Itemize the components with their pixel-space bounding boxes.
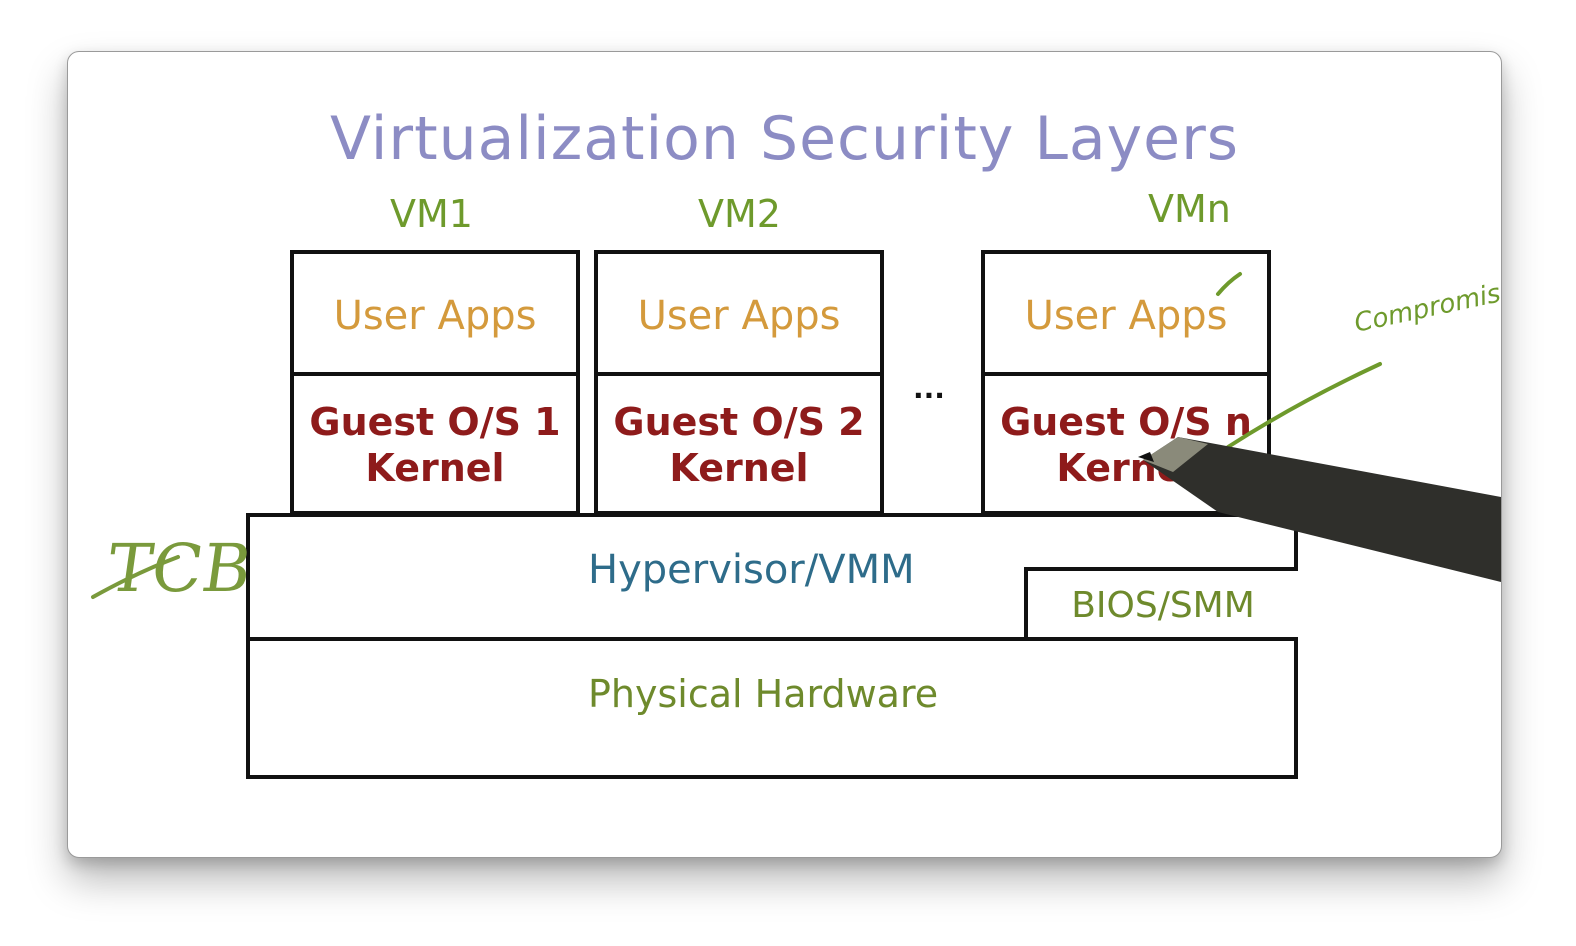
vm2-label: VM2 [698,192,781,236]
diagram-title: Virtualization Security Layers [330,104,1239,174]
pen-icon [1138,437,1501,582]
vm-ellipsis: ... [913,372,945,405]
diagram-window: Virtualization Security Layers VM1 User … [67,51,1502,858]
vm1-user-apps: User Apps [333,293,537,339]
vm1-label: VM1 [390,192,473,236]
annotation-strokes [91,272,1501,599]
vm2-kernel-line1: Guest O/S 2 [613,400,865,444]
vm2-kernel-line2: Kernel [669,446,809,490]
bios-smm-box: BIOS/SMM [1024,567,1298,639]
vm1-stack: User Apps Guest O/S 1 Kernel [290,250,580,515]
tcb-stroke [91,555,180,599]
vm2-stack: User Apps Guest O/S 2 Kernel [594,250,884,515]
vm1-kernel-line1: Guest O/S 1 [309,400,561,444]
physical-hardware-label: Physical Hardware [588,672,939,716]
vm2-user-apps: User Apps [637,293,841,339]
vm1-guest-kernel: Guest O/S 1 Kernel [294,374,576,516]
physical-hardware-layer [246,637,1298,779]
vmn-divider [985,372,1267,376]
vm2-guest-kernel: Guest O/S 2 Kernel [598,374,880,516]
vm1-divider [294,372,576,376]
vmn-label: VMn [1148,187,1231,231]
vm2-divider [598,372,880,376]
vm1-kernel-line2: Kernel [365,446,505,490]
vmn-user-apps: User Apps [1024,293,1228,339]
vmn-check-mark [1216,272,1242,296]
vmn-kernel-line1: Guest O/S n [1000,400,1252,444]
hypervisor-label: Hypervisor/VMM [588,547,915,593]
compromise-pointer-line [1226,362,1382,449]
bios-smm-label: BIOS/SMM [1071,584,1255,626]
